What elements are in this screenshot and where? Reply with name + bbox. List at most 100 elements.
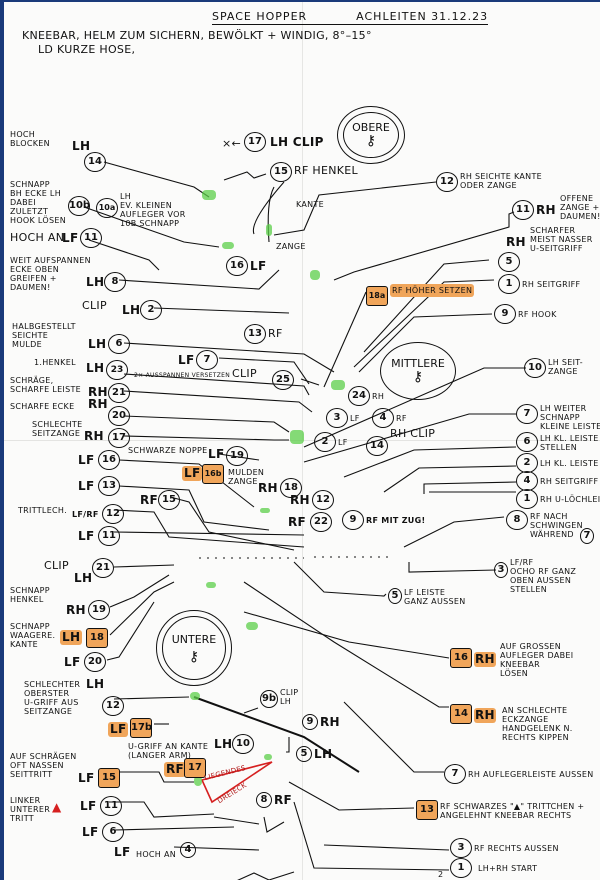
line-lf12	[113, 509, 305, 548]
limb-label: RH	[84, 429, 104, 443]
line-lf3r	[408, 562, 497, 573]
move-number: 13	[416, 800, 438, 820]
move-note: SCHNAPP BH ECKE LH DABEI ZULETZT HOOK LÖ…	[10, 180, 66, 225]
limb-label: RH	[474, 708, 496, 723]
limb-label: LF	[64, 655, 81, 669]
triangle-dreieck	[200, 761, 273, 804]
move-number: 17	[108, 428, 130, 448]
line-lh1	[293, 801, 450, 871]
limb-label: RF	[288, 515, 307, 529]
move-label: LF/RF OCHO RF GANZ OBEN AUSSEN STELLEN	[510, 558, 577, 594]
move-note: MULDEN ZANGE	[228, 468, 265, 486]
move-number: 20	[108, 406, 130, 426]
move-number: 17	[244, 132, 266, 152]
move-number: 21	[108, 383, 130, 403]
move-note: AUF SCHRÄGEN OFT NASSEN SEITTRITT	[10, 752, 77, 779]
move-number: 17b	[130, 718, 152, 738]
hold-mark-green	[331, 380, 345, 390]
limb-label: LH	[122, 303, 141, 317]
line-lh7	[303, 413, 516, 463]
move-number: 13	[98, 476, 120, 496]
move-note: HOCH AN	[10, 231, 65, 244]
limb-label: LF	[62, 231, 79, 245]
move-number: 4	[516, 471, 538, 491]
limb-label: RF	[140, 493, 159, 507]
route-name: SPACE HOPPER	[212, 10, 308, 23]
move-note: U-GRIFF AN KANTE (LANGER ARM)	[128, 742, 209, 760]
move-note: WEIT AUFSPANNEN ECKE OBEN GREIFEN + DAUM…	[10, 256, 91, 292]
move-note: HALBGESTELLT SEICHTE MULDE	[12, 322, 76, 349]
move-number: 10b	[68, 196, 90, 216]
move-number: 14	[450, 704, 472, 724]
move-number: 14	[84, 152, 106, 172]
limb-label: LH	[214, 737, 233, 751]
line-lf13	[118, 485, 270, 531]
move-number: 15	[270, 162, 292, 182]
line-rh21	[123, 390, 313, 413]
move-number: 2	[516, 453, 538, 473]
hold-mark-green	[310, 270, 320, 280]
line-lf5	[293, 561, 387, 597]
line-8rf	[213, 816, 260, 825]
move-number: 6	[102, 822, 124, 842]
line-lh2r	[383, 465, 517, 493]
line-rf15	[173, 497, 295, 551]
move-label: CLIP	[232, 367, 257, 380]
move-number: 1	[450, 858, 472, 878]
move-number: 15	[158, 490, 180, 510]
limb-label: LH	[86, 677, 105, 691]
limb-label: LF	[80, 799, 97, 813]
limb-label: LF	[82, 825, 99, 839]
key-icon: ⚷	[188, 649, 200, 665]
line-rh19	[109, 574, 170, 608]
line-rh4r	[423, 481, 517, 494]
move-label: RF RECHTS AUSSEN	[474, 844, 559, 853]
move-number: 6	[108, 334, 130, 354]
line-rh5	[363, 259, 490, 353]
line-10b	[83, 206, 220, 248]
limb-label: LF	[108, 722, 129, 737]
limb-label: LF	[350, 414, 360, 423]
move-number: 4	[372, 408, 394, 428]
move-note: 1.HENKEL	[34, 358, 76, 367]
move-number: 10	[524, 358, 546, 378]
move-number: 12	[312, 490, 334, 510]
move-number: 9	[494, 304, 516, 324]
move-label: RH SEICHTE KANTE ODER ZANGE	[460, 172, 542, 190]
move-number: 9	[342, 510, 364, 530]
move-number: 25	[272, 370, 294, 390]
move-note: TRITTLECH.	[18, 506, 67, 515]
move-note: SCHNAPP WAAGERE. KANTE	[10, 622, 56, 649]
line-lh6r	[343, 446, 517, 478]
move-number: 23	[106, 360, 128, 380]
move-number: 1	[498, 274, 520, 294]
limb-label: LF	[182, 466, 203, 481]
line-rf9	[358, 313, 493, 373]
move-number: 8	[104, 272, 126, 292]
move-number: 16	[226, 256, 248, 276]
limb-label: LF	[338, 438, 348, 447]
feature-label: KANTE	[296, 200, 325, 209]
limb-label: LF	[78, 453, 95, 467]
traverse-dotted	[199, 556, 394, 559]
line-rh7	[343, 701, 444, 773]
move-number: 9b	[260, 690, 278, 708]
move-number: 15	[98, 768, 120, 788]
move-number: 14	[366, 436, 388, 456]
limb-label: RH	[474, 652, 496, 667]
key-icon: ⚷	[365, 133, 377, 149]
line-rf3	[323, 844, 450, 851]
move-number: 7	[580, 528, 594, 544]
line-rh16	[243, 611, 450, 659]
move-number: 5	[498, 252, 520, 272]
move-note: SCHNAPP HENKEL	[10, 586, 50, 604]
move-note: SCHRÄGE, SCHARFE LEISTE	[10, 376, 82, 394]
line-rh17	[123, 435, 289, 441]
limb-label: LF	[78, 479, 95, 493]
clothing-notes: LD KURZE HOSE,	[38, 43, 136, 56]
limb-label: RH	[536, 203, 556, 217]
move-number: 11	[80, 228, 102, 248]
line-lf11	[88, 239, 160, 271]
limb-label: LF	[250, 259, 267, 273]
key-icon: ⚷	[412, 369, 424, 385]
